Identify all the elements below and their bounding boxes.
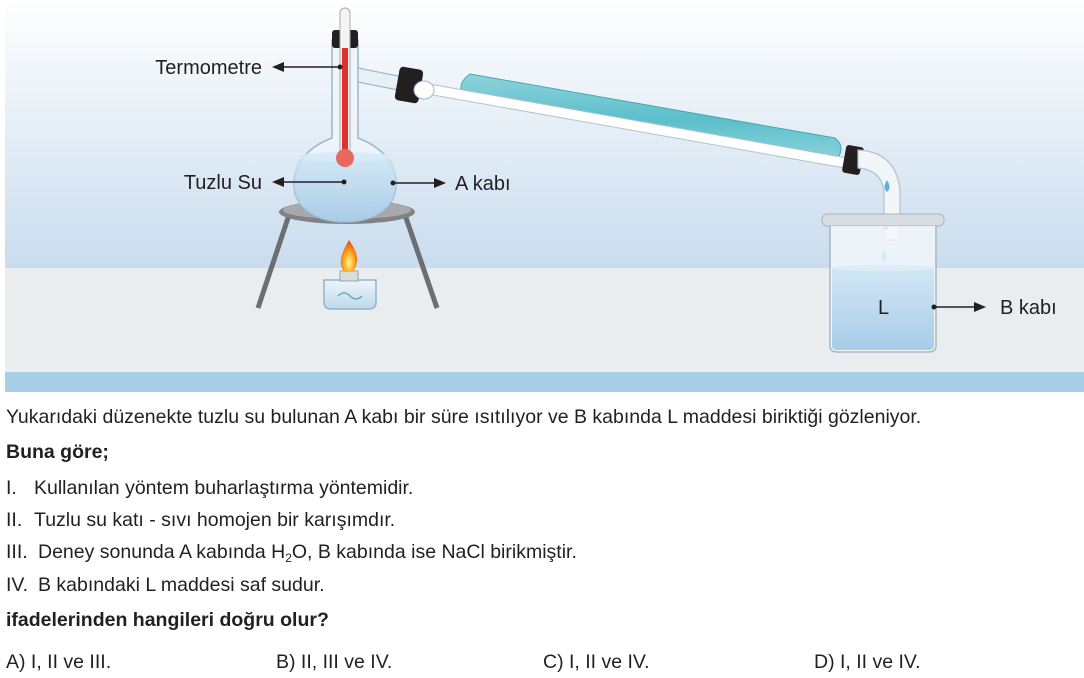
statement-text: B kabındaki L maddesi saf sudur. xyxy=(38,574,325,596)
statement-4: IV. B kabındaki L maddesi saf sudur. xyxy=(6,573,325,597)
statement-3: III. Deney sonunda A kabında H2O, B kabın… xyxy=(6,540,577,564)
statement-text-pre: Deney sonunda A kabında H xyxy=(38,541,286,563)
label-container-b: B kabı xyxy=(1000,297,1057,319)
flask-a xyxy=(293,30,409,223)
option-b[interactable]: B) II, III ve IV. xyxy=(276,651,393,673)
label-salt-water: Tuzlu Su xyxy=(184,172,262,194)
spirit-burner xyxy=(323,240,377,310)
label-container-a: A kabı xyxy=(455,173,511,195)
statement-text-post: O, B kabında ise NaCl birikmiştir. xyxy=(291,541,577,563)
substance-l-liquid xyxy=(832,268,934,350)
label-arrows xyxy=(272,62,986,312)
option-c[interactable]: C) I, II ve IV. xyxy=(543,651,650,673)
statement-2: II. Tuzlu su katı - sıvı homojen bir karı… xyxy=(6,508,395,532)
flame-icon xyxy=(340,240,358,273)
statement-number: IV. xyxy=(6,574,29,596)
statement-number: III. xyxy=(6,541,28,563)
statement-text: Tuzlu su katı - sıvı homojen bir karışım… xyxy=(34,509,396,531)
distillation-diagram: Termometre Tuzlu Su A kabı L B kabı xyxy=(5,0,1084,392)
statement-1: I. Kullanılan yöntem buharlaştırma yöntem… xyxy=(6,476,413,500)
question-prompt: ifadelerinden hangileri doğru olur? xyxy=(6,609,329,631)
statement-number: II. xyxy=(6,509,23,531)
thermometer xyxy=(336,7,354,167)
salt-water-liquid xyxy=(294,155,396,222)
label-thermometer: Termometre xyxy=(155,57,262,79)
statement-number: I. xyxy=(6,477,17,499)
subscript-two: 2 xyxy=(285,551,292,565)
question-intro: Yukarıdaki düzenekte tuzlu su bulunan A … xyxy=(6,406,922,428)
option-a[interactable]: A) I, II ve III. xyxy=(6,651,112,673)
table-edge xyxy=(5,372,1084,392)
statement-text: Kullanılan yöntem buharlaştırma yöntemid… xyxy=(34,477,414,499)
question-lead: Buna göre; xyxy=(6,441,109,463)
option-d[interactable]: D) I, II ve IV. xyxy=(814,651,921,673)
condenser xyxy=(394,66,901,241)
beaker-b xyxy=(821,213,945,353)
label-substance-l: L xyxy=(878,297,889,319)
